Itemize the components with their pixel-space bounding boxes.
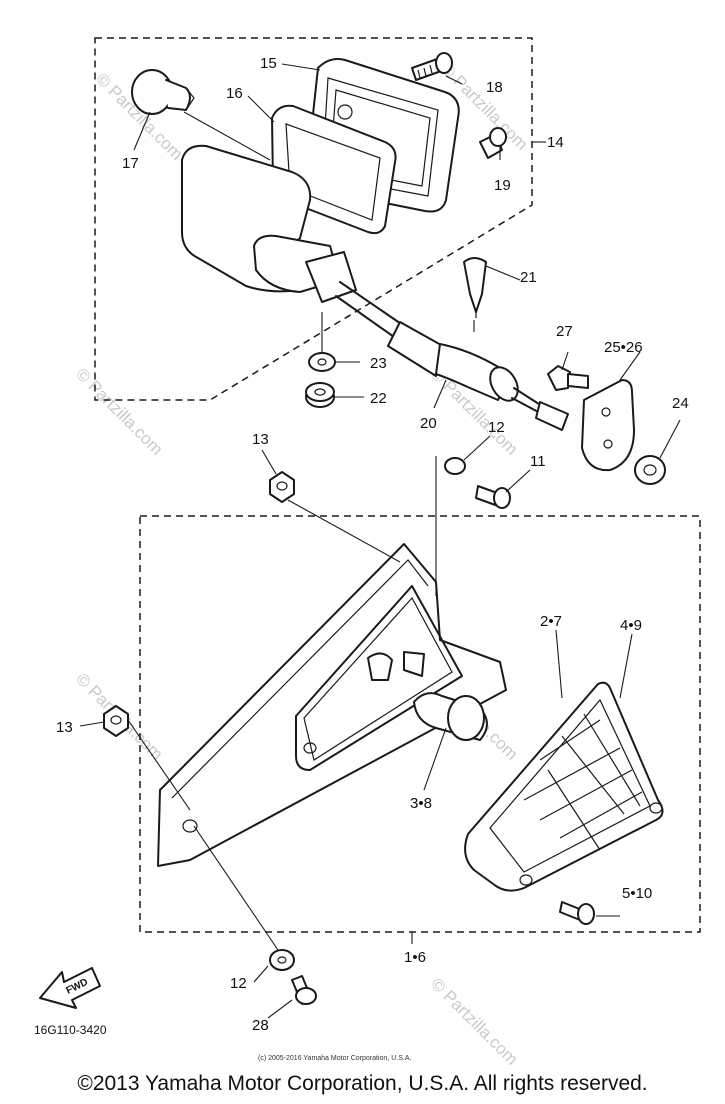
bolt-27 <box>547 365 589 391</box>
callout-1-6: 1•6 <box>404 949 426 966</box>
grommet-20 <box>387 321 569 431</box>
callout-27: 27 <box>556 323 573 340</box>
nut-22 <box>305 382 335 408</box>
assembly-1-6-boundary <box>139 515 701 933</box>
callout-19: 19 <box>494 177 511 194</box>
callout-20: 20 <box>420 415 437 432</box>
pin-21 <box>463 257 487 318</box>
callout-2-7: 2•7 <box>540 613 562 630</box>
copyright-notice: ©2013 Yamaha Motor Corporation, U.S.A. A… <box>77 1072 648 1095</box>
leader-lines <box>79 63 681 1019</box>
triangular-housing <box>157 543 507 867</box>
screw-11 <box>475 485 511 509</box>
callouts: 15 16 17 18 14 19 21 23 22 27 25•26 20 2… <box>56 55 689 1034</box>
callout-11: 11 <box>530 453 546 470</box>
callout-25-26: 25•26 <box>604 339 643 356</box>
callout-13: 13 <box>252 431 269 448</box>
washer-23 <box>308 352 336 372</box>
callout-12-bottom: 12 <box>230 975 247 992</box>
callout-23: 23 <box>370 355 387 372</box>
callout-5-10: 5•10 <box>622 885 652 902</box>
callout-28: 28 <box>252 1017 269 1034</box>
bracket-25-26 <box>581 379 635 472</box>
callout-15: 15 <box>260 55 277 72</box>
lens-2-7-4-9 <box>464 681 664 892</box>
bulb-3-8 <box>413 692 488 741</box>
callout-18: 18 <box>486 79 503 96</box>
nut-13-top <box>269 471 295 503</box>
washer-12-top <box>444 457 466 475</box>
diagram-code: 16G110-3420 <box>34 1023 107 1037</box>
callout-14: 14 <box>547 134 564 151</box>
fwd-arrow-icon: FWD <box>39 967 101 1009</box>
washer-12-bottom <box>269 949 295 971</box>
watermark: © Partzilla.com <box>72 364 166 458</box>
callout-3-8: 3•8 <box>410 795 432 812</box>
watermark: © Partzilla.com <box>427 974 521 1068</box>
bolt-28 <box>291 975 317 1005</box>
callout-24: 24 <box>672 395 689 412</box>
nut-13-left <box>103 705 129 737</box>
callout-21: 21 <box>520 269 537 286</box>
callout-4-9: 4•9 <box>620 617 642 634</box>
screw-5-10 <box>559 901 595 925</box>
screw-18 <box>411 52 453 81</box>
nut-24 <box>634 455 666 485</box>
callout-22: 22 <box>370 390 387 407</box>
small-copyright: (c) 2005-2016 Yamaha Motor Corporation, … <box>258 1055 411 1062</box>
callout-13-left: 13 <box>56 719 73 736</box>
callout-17: 17 <box>122 155 139 172</box>
callout-12: 12 <box>488 419 505 436</box>
turn-signal-body <box>181 144 357 303</box>
callout-16: 16 <box>226 85 243 102</box>
screw-19 <box>479 127 507 159</box>
bulb-17 <box>131 69 195 115</box>
